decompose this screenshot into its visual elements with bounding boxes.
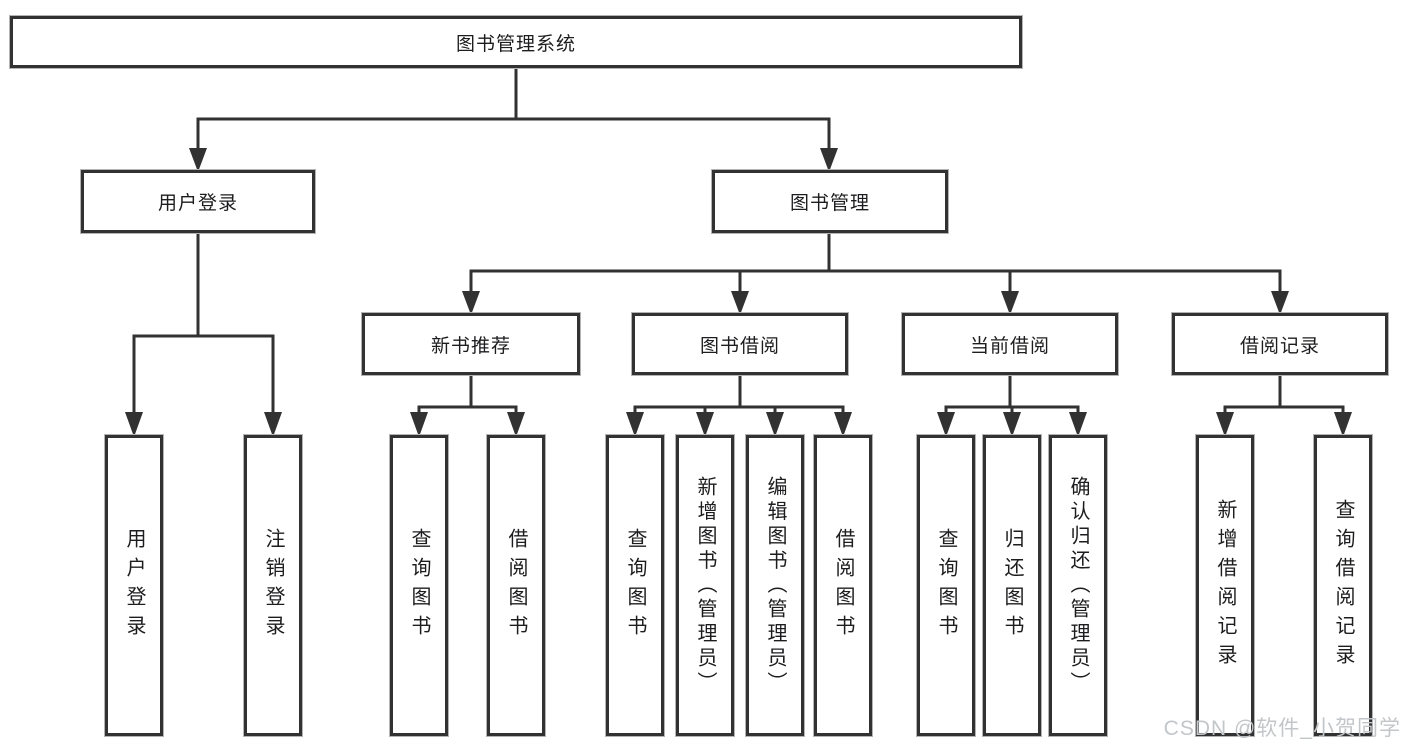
leaf-user-login: 用户登录 [105, 435, 163, 736]
leaf-return-books-label: 归还图书 [1001, 527, 1023, 644]
leaf-logout-label: 注销登录 [262, 527, 284, 644]
node-book-borrowing-label: 图书借阅 [699, 335, 780, 357]
leaf-query-books-recommend: 查询图书 [390, 435, 448, 736]
leaf-logout: 注销登录 [244, 435, 302, 736]
node-current-borrowing-label: 当前借阅 [969, 335, 1050, 357]
node-current-borrowing: 当前借阅 [902, 313, 1118, 375]
leaf-query-books-borrowing-label: 查询图书 [624, 527, 646, 644]
node-user-login-label: 用户登录 [157, 193, 238, 214]
node-user-login: 用户登录 [81, 170, 315, 233]
leaf-query-books-recommend-label: 查询图书 [408, 527, 430, 644]
node-book-management-label: 图书管理 [789, 193, 870, 214]
leaf-query-books-current-label: 查询图书 [935, 527, 957, 644]
leaf-edit-books-admin-label: 编辑图书（管理员） [764, 475, 786, 696]
leaf-query-books-current: 查询图书 [917, 435, 975, 736]
leaf-borrow-books-recommend: 借阅图书 [487, 435, 545, 736]
leaf-confirm-return-admin-label: 确认归还（管理员） [1067, 475, 1089, 696]
leaf-borrow-books-borrowing: 借阅图书 [814, 435, 872, 736]
leaf-user-login-label: 用户登录 [123, 527, 145, 644]
node-root: 图书管理系统 [10, 16, 1022, 68]
leaf-query-borrow-record-label: 查询借阅记录 [1332, 498, 1354, 673]
leaf-borrow-books-recommend-label: 借阅图书 [505, 527, 527, 644]
leaf-borrow-books-borrowing-label: 借阅图书 [832, 527, 854, 644]
leaf-edit-books-admin: 编辑图书（管理员） [746, 435, 804, 736]
leaf-query-books-borrowing: 查询图书 [606, 435, 664, 736]
node-borrowing-records: 借阅记录 [1172, 313, 1388, 375]
node-book-management: 图书管理 [712, 170, 948, 233]
csdn-watermark: CSDN @软件_小贺同学 [1163, 717, 1401, 740]
node-root-label: 图书管理系统 [455, 33, 576, 55]
leaf-add-borrow-record: 新增借阅记录 [1196, 435, 1254, 736]
leaf-query-borrow-record: 查询借阅记录 [1314, 435, 1372, 736]
node-book-borrowing: 图书借阅 [632, 313, 848, 375]
leaf-add-books-admin-label: 新增图书（管理员） [694, 475, 716, 696]
leaf-add-borrow-record-label: 新增借阅记录 [1214, 498, 1236, 673]
node-new-book-recommend: 新书推荐 [362, 313, 580, 375]
leaf-add-books-admin: 新增图书（管理员） [676, 435, 734, 736]
node-new-book-recommend-label: 新书推荐 [430, 335, 511, 357]
leaf-return-books: 归还图书 [983, 435, 1041, 736]
node-borrowing-records-label: 借阅记录 [1239, 335, 1320, 357]
leaf-confirm-return-admin: 确认归还（管理员） [1049, 435, 1107, 736]
arrowheads [125, 148, 1352, 437]
